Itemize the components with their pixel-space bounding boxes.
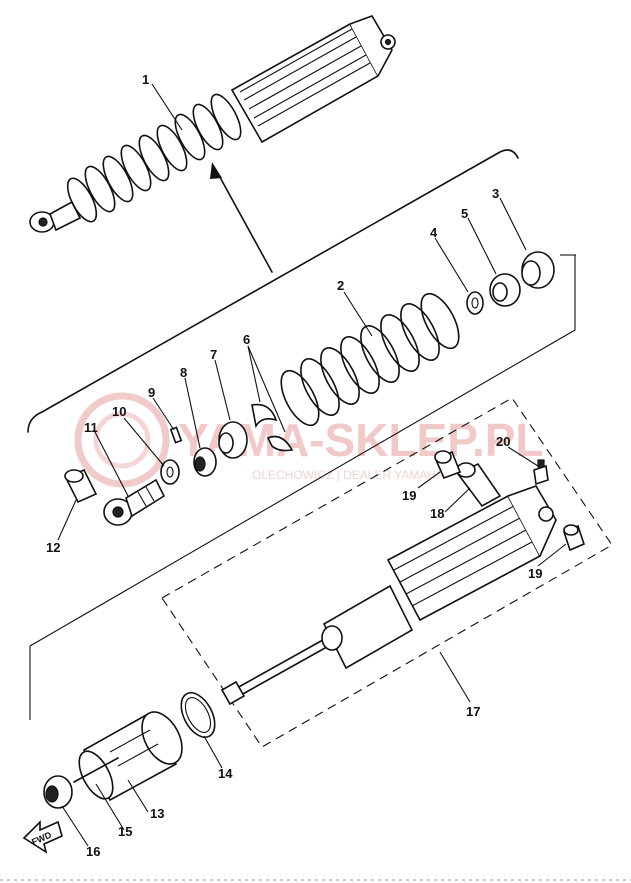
part-15-rod [73, 757, 119, 783]
callout-9: 9 [148, 385, 155, 400]
part-20-grease-nipple [533, 459, 549, 486]
watermark-subtext: OLECHOWICZ | DEALER YAMAHA [252, 468, 444, 482]
callout-19-lower: 19 [528, 566, 542, 581]
callout-10: 10 [112, 404, 126, 419]
callout-2: 2 [337, 278, 344, 293]
upper-group-frame-top [27, 149, 519, 433]
watermark-logo-inner [93, 411, 151, 469]
callout-1: 1 [142, 72, 149, 87]
leader-lines [57, 83, 567, 847]
part-18-collar [456, 462, 502, 508]
fwd-arrow: FWD [22, 820, 63, 854]
part-19-lower-bushing [563, 524, 585, 552]
callout-12: 12 [46, 540, 60, 555]
assembly-arrow-head [210, 162, 222, 179]
callout-8: 8 [180, 365, 187, 380]
part-13-dust-cover [78, 711, 183, 802]
callout-16: 16 [86, 844, 100, 859]
part-1-rear-shock-assembly [29, 15, 396, 233]
part-5-spacer [489, 273, 521, 307]
callout-15: 15 [118, 824, 132, 839]
callout-7: 7 [210, 347, 217, 362]
callout-5: 5 [461, 206, 468, 221]
assembly-arrow-line [215, 169, 273, 273]
part-19-upper-bushing [434, 450, 462, 480]
callout-6: 6 [243, 332, 250, 347]
callouts: 1 2 3 4 5 6 7 8 9 10 11 12 13 14 15 16 1… [46, 72, 542, 859]
part-8-locknut [193, 447, 217, 477]
callout-20: 20 [496, 434, 510, 449]
part-12-bushing [64, 468, 98, 504]
callout-3: 3 [492, 186, 499, 201]
callout-4: 4 [430, 225, 438, 240]
part-16-cap [43, 775, 73, 809]
part-11-lower-eye [103, 478, 166, 526]
upper-group-frame-right [29, 255, 576, 720]
callout-14: 14 [218, 766, 233, 781]
callout-11: 11 [84, 420, 98, 435]
part-6-spring-seat [251, 403, 294, 452]
callout-17: 17 [466, 704, 480, 719]
part-10-lock-washer [160, 459, 180, 485]
callout-18: 18 [430, 506, 444, 521]
part-14-o-ring [180, 692, 216, 738]
part-3-upper-bushing [521, 251, 555, 289]
part-17-damper [220, 485, 557, 706]
callout-13: 13 [150, 806, 164, 821]
part-7-adjuster [218, 421, 248, 459]
frame-lines [27, 149, 613, 748]
callout-19-upper: 19 [402, 488, 416, 503]
fwd-arrow-shape [22, 820, 63, 854]
part-4-washer [466, 291, 484, 315]
